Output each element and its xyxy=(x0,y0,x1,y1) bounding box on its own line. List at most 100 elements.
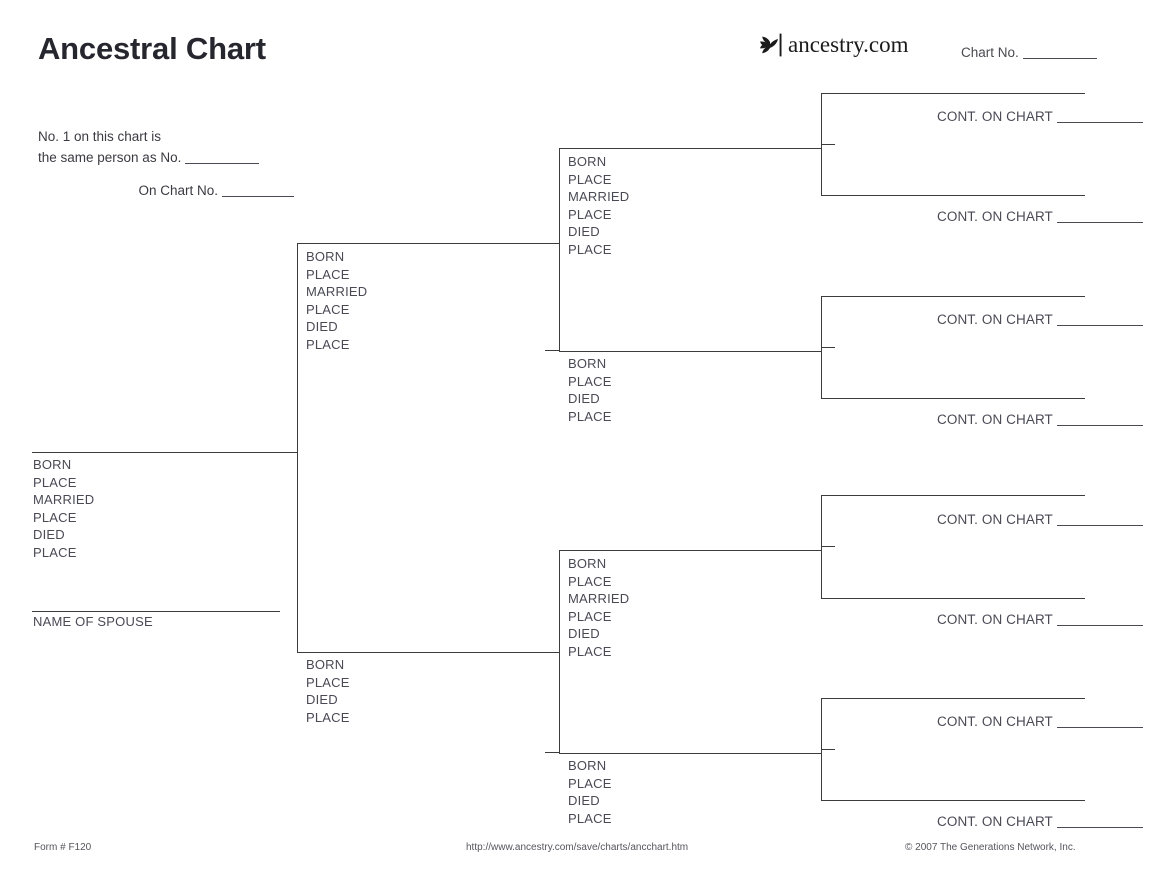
footer-form-number: Form # F120 xyxy=(34,842,92,853)
cont-8-rule[interactable] xyxy=(821,93,1085,94)
person-6-field-died: DIED xyxy=(568,626,600,641)
same-person-no-blank[interactable] xyxy=(185,163,260,164)
person-1-fields: BORN PLACE MARRIED PLACE DIED PLACE xyxy=(33,456,94,561)
person-2-field-married: MARRIED xyxy=(306,284,368,299)
person-7-field-died: DIED xyxy=(568,793,600,808)
person-7-field-born: BORN xyxy=(568,758,607,773)
cross-ref-line-3: On Chart No. xyxy=(38,180,298,201)
on-chart-no-label: On Chart No. xyxy=(138,183,218,198)
cont-on-chart-15-label: CONT. ON CHART xyxy=(937,814,1053,829)
person-2-field-place-1: PLACE xyxy=(306,266,350,282)
person-3-field-place-2: PLACE xyxy=(306,709,350,725)
ancestry-brand: ancestry.com xyxy=(757,30,908,60)
cont-on-chart-13-blank[interactable] xyxy=(1056,625,1143,626)
cont-on-chart-14-blank[interactable] xyxy=(1056,727,1143,728)
chart-no-blank[interactable] xyxy=(1022,58,1097,59)
cont-on-chart-11[interactable]: CONT. ON CHART xyxy=(937,412,1143,427)
cont-on-chart-12-blank[interactable] xyxy=(1056,525,1143,526)
cross-ref-line-2-label: the same person as No. xyxy=(38,150,182,165)
person-1-name-rule[interactable] xyxy=(32,452,298,453)
person-6-field-place-2: PLACE xyxy=(568,608,612,624)
person-4-name-rule[interactable] xyxy=(559,148,821,149)
person-4-field-place-3: PLACE xyxy=(568,241,612,257)
person-2-field-died: DIED xyxy=(306,319,338,334)
gen4-bracket-b-spine xyxy=(821,296,822,399)
cont-on-chart-11-label: CONT. ON CHART xyxy=(937,412,1053,427)
cont-on-chart-14[interactable]: CONT. ON CHART xyxy=(937,714,1143,729)
person-6-field-place-3: PLACE xyxy=(568,643,612,659)
person-2-name-rule[interactable] xyxy=(297,243,559,244)
gen2-bracket-spine xyxy=(297,243,298,653)
cont-14-rule[interactable] xyxy=(821,698,1085,699)
person-1-field-married: MARRIED xyxy=(33,492,95,507)
person-6-field-born: BORN xyxy=(568,556,607,571)
person-2-field-place-2: PLACE xyxy=(306,301,350,317)
cont-on-chart-10-blank[interactable] xyxy=(1056,325,1143,326)
person-7-field-place-1: PLACE xyxy=(568,775,612,791)
cont-on-chart-11-blank[interactable] xyxy=(1056,425,1143,426)
person-3-fields: BORN PLACE DIED PLACE xyxy=(306,656,350,726)
connector-4-to-gen4 xyxy=(821,144,835,145)
cont-on-chart-12[interactable]: CONT. ON CHART xyxy=(937,512,1143,527)
chart-cross-reference: No. 1 on this chart is the same person a… xyxy=(38,126,298,201)
person-1-field-born: BORN xyxy=(33,457,72,472)
cont-15-rule[interactable] xyxy=(821,800,1085,801)
connector-2-to-gen3 xyxy=(545,350,560,351)
cont-13-rule[interactable] xyxy=(821,598,1085,599)
gen4-bracket-c-spine xyxy=(821,495,822,599)
spouse-name-rule[interactable] xyxy=(32,611,280,612)
person-6-field-place-1: PLACE xyxy=(568,573,612,589)
person-7-field-place-2: PLACE xyxy=(568,810,612,826)
cont-on-chart-12-label: CONT. ON CHART xyxy=(937,512,1053,527)
person-2-field-born: BORN xyxy=(306,249,345,264)
connector-3-to-gen3 xyxy=(545,752,560,753)
connector-7-to-gen4 xyxy=(821,749,835,750)
cont-on-chart-9-blank[interactable] xyxy=(1056,222,1143,223)
person-6-name-rule[interactable] xyxy=(559,550,821,551)
cont-12-rule[interactable] xyxy=(821,495,1085,496)
person-1-field-died: DIED xyxy=(33,527,65,542)
cont-11-rule[interactable] xyxy=(821,398,1085,399)
person-6-field-married: MARRIED xyxy=(568,591,630,606)
person-1-field-place-3: PLACE xyxy=(33,544,77,560)
gen4-bracket-d-spine xyxy=(821,698,822,801)
person-1-field-place-1: PLACE xyxy=(33,474,77,490)
person-5-field-place-2: PLACE xyxy=(568,408,612,424)
cont-on-chart-9[interactable]: CONT. ON CHART xyxy=(937,209,1143,224)
person-5-name-rule[interactable] xyxy=(559,351,821,352)
gen3-lower-bracket-spine xyxy=(559,550,560,753)
cont-on-chart-15[interactable]: CONT. ON CHART xyxy=(937,814,1143,829)
ancestry-wordmark: ancestry.com xyxy=(788,32,909,57)
on-chart-no-blank[interactable] xyxy=(222,196,294,197)
person-3-name-rule[interactable] xyxy=(297,652,559,653)
person-4-field-born: BORN xyxy=(568,154,607,169)
footer-url[interactable]: http://www.ancestry.com/save/charts/ancc… xyxy=(466,842,689,853)
person-3-field-place-1: PLACE xyxy=(306,674,350,690)
cont-on-chart-14-label: CONT. ON CHART xyxy=(937,714,1053,729)
gen4-bracket-a-spine xyxy=(821,93,822,196)
person-4-field-place-2: PLACE xyxy=(568,206,612,222)
cont-on-chart-10[interactable]: CONT. ON CHART xyxy=(937,312,1143,327)
person-5-field-place-1: PLACE xyxy=(568,373,612,389)
person-2-field-place-3: PLACE xyxy=(306,336,350,352)
chart-no-field[interactable]: Chart No. xyxy=(961,45,1097,60)
cont-on-chart-8-blank[interactable] xyxy=(1056,122,1143,123)
person-3-field-died: DIED xyxy=(306,692,338,707)
gen3-upper-bracket-spine xyxy=(559,148,560,351)
chart-no-label: Chart No. xyxy=(961,45,1019,60)
person-7-name-rule[interactable] xyxy=(559,753,821,754)
person-7-fields: BORN PLACE DIED PLACE xyxy=(568,757,612,827)
cont-on-chart-8[interactable]: CONT. ON CHART xyxy=(937,109,1143,124)
person-4-field-married: MARRIED xyxy=(568,189,630,204)
connector-6-to-gen4 xyxy=(821,546,835,547)
person-6-fields: BORN PLACE MARRIED PLACE DIED PLACE xyxy=(568,555,629,660)
cont-on-chart-15-blank[interactable] xyxy=(1056,827,1143,828)
person-2-fields: BORN PLACE MARRIED PLACE DIED PLACE xyxy=(306,248,367,353)
cont-10-rule[interactable] xyxy=(821,296,1085,297)
cont-on-chart-13[interactable]: CONT. ON CHART xyxy=(937,612,1143,627)
cont-9-rule[interactable] xyxy=(821,195,1085,196)
cross-ref-line-2: the same person as No. xyxy=(38,147,298,168)
person-4-field-died: DIED xyxy=(568,224,600,239)
cross-ref-line-1: No. 1 on this chart is xyxy=(38,129,162,144)
name-of-spouse-label: NAME OF SPOUSE xyxy=(33,614,153,629)
